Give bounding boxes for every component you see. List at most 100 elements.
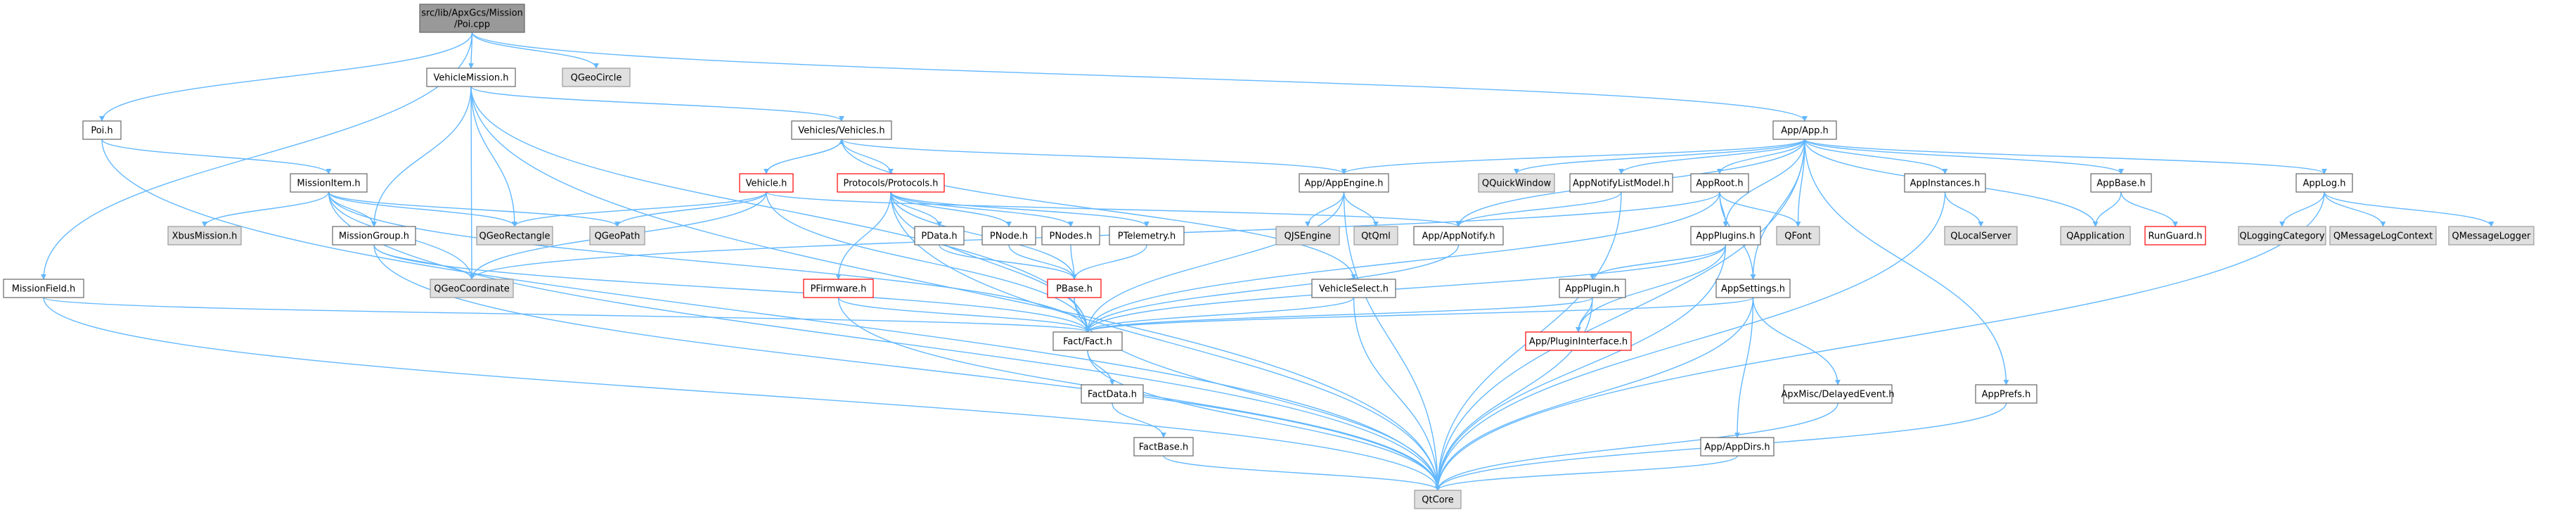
dependency-edge-appdirs-to-qtcore xyxy=(1435,455,1738,491)
dependency-edge-protocols-to-pnodes xyxy=(890,191,1074,227)
node-label: App/App.h xyxy=(1781,126,1829,136)
dependency-edge-appplugins-to-appplugin xyxy=(1590,244,1727,280)
node-label: QJSEngine xyxy=(1284,231,1332,242)
node-poi[interactable]: Poi.h xyxy=(82,120,122,140)
dependency-edge-appsettings-to-factfact xyxy=(1085,297,1754,333)
node-label: App/AppNotify.h xyxy=(1422,231,1495,242)
node-qjsengine: QJSEngine xyxy=(1275,226,1340,246)
node-box xyxy=(426,68,516,87)
node-label: Protocols/Protocols.h xyxy=(843,179,938,189)
node-missionfield[interactable]: MissionField.h xyxy=(3,279,84,298)
node-box xyxy=(803,279,874,298)
node-box xyxy=(1525,331,1632,351)
node-vehicles[interactable]: Vehicles/Vehicles.h xyxy=(791,120,892,140)
node-missiongroup[interactable]: MissionGroup.h xyxy=(332,226,416,246)
node-appdirs[interactable]: App/AppDirs.h xyxy=(1700,437,1775,457)
node-label: MissionGroup.h xyxy=(339,231,409,242)
node-box xyxy=(1052,331,1123,351)
node-box xyxy=(1047,279,1102,298)
dependency-edge-vehicle-to-factfact xyxy=(766,191,1090,333)
dependency-edge-factfact-to-factdata xyxy=(1087,350,1115,385)
node-appapp[interactable]: App/App.h xyxy=(1772,120,1837,140)
node-ptelemetry[interactable]: PTelemetry.h xyxy=(1109,226,1185,246)
node-missionitem[interactable]: MissionItem.h xyxy=(290,173,368,193)
dependency-edge-protocols-to-pfirmware xyxy=(835,191,891,280)
node-label: QGeoCoordinate xyxy=(434,284,510,295)
node-box xyxy=(1569,173,1673,193)
node-appsettings[interactable]: AppSettings.h xyxy=(1715,279,1791,298)
node-pdata[interactable]: PData.h xyxy=(914,226,965,246)
dependency-edge-appapp-to-appbase xyxy=(1804,139,2124,174)
dependency-edge-delayedevent-to-qtcore xyxy=(1435,402,1838,491)
node-qmessagelogcontext: QMessageLogContext xyxy=(2329,226,2437,246)
node-delayedevent[interactable]: ApxMisc/DelayedEvent.h xyxy=(1781,384,1895,404)
node-vehicleselect[interactable]: VehicleSelect.h xyxy=(1311,279,1396,298)
node-box xyxy=(2238,226,2326,246)
node-box xyxy=(1133,437,1194,457)
node-pnodes[interactable]: PNodes.h xyxy=(1041,226,1100,246)
node-factdata[interactable]: FactData.h xyxy=(1081,384,1144,404)
node-appplugins[interactable]: AppPlugins.h xyxy=(1690,226,1761,246)
node-appplugin[interactable]: AppPlugin.h xyxy=(1559,279,1626,298)
node-apppluginiface[interactable]: App/PluginInterface.h xyxy=(1525,331,1632,351)
node-box xyxy=(981,226,1036,246)
node-label: QQuickWindow xyxy=(1482,179,1552,189)
node-xbusmission: XbusMission.h xyxy=(167,226,242,246)
dependency-edge-vehicleselect-to-factfact xyxy=(1085,297,1355,333)
node-qapplication: QApplication xyxy=(2060,226,2131,246)
dependency-edge-factfact-to-qtcore xyxy=(1087,350,1441,491)
dependency-edge-vehiclemission-to-missiongroup xyxy=(371,86,472,227)
node-vehiclemission[interactable]: VehicleMission.h xyxy=(426,68,516,87)
node-qgeocircle: QGeoCircle xyxy=(562,68,631,87)
dependency-edge-appnotify-to-factfact xyxy=(1085,244,1460,333)
node-pfirmware[interactable]: PFirmware.h xyxy=(803,279,874,298)
node-root[interactable]: src/lib/ApxGcs/Mission/Poi.cpp xyxy=(419,4,525,33)
node-pbase[interactable]: PBase.h xyxy=(1047,279,1102,298)
node-label: RunGuard.h xyxy=(2149,231,2203,242)
node-appnotify[interactable]: App/AppNotify.h xyxy=(1413,226,1504,246)
node-label: QtQml xyxy=(1361,231,1391,242)
dependency-edge-ptelemetry-to-pbase xyxy=(1071,244,1147,280)
node-qloggingcategory: QLoggingCategory xyxy=(2238,226,2326,246)
node-appbase[interactable]: AppBase.h xyxy=(2090,173,2152,193)
dependency-edge-vehicles-to-protocols xyxy=(841,139,894,174)
node-label: QLoggingCategory xyxy=(2239,231,2324,242)
node-runguard[interactable]: RunGuard.h xyxy=(2144,226,2206,246)
dependency-edge-appengine-to-qtcore xyxy=(1343,191,1441,491)
node-box xyxy=(1414,490,1462,509)
node-vehicle[interactable]: Vehicle.h xyxy=(739,173,794,193)
dependency-edge-pfirmware-to-factfact xyxy=(837,297,1090,333)
dependency-edge-protocols-to-pnode xyxy=(890,191,1012,227)
node-applog[interactable]: AppLog.h xyxy=(2295,173,2353,193)
node-factfact[interactable]: Fact/Fact.h xyxy=(1052,331,1123,351)
dependency-edge-vehicleselect-to-qtcore xyxy=(1353,297,1441,491)
dependency-edge-missionfield-to-factfact xyxy=(43,297,1090,333)
node-approot[interactable]: AppRoot.h xyxy=(1690,173,1749,193)
node-protocols[interactable]: Protocols/Protocols.h xyxy=(837,173,945,193)
node-appprefs[interactable]: AppPrefs.h xyxy=(1975,384,2037,404)
dependency-edge-appplugin-to-factfact xyxy=(1085,297,1593,333)
node-appengine[interactable]: App/AppEngine.h xyxy=(1299,173,1389,193)
dependency-edge-pdata-to-pbase xyxy=(939,244,1077,280)
dependency-edge-pnode-to-pbase xyxy=(1008,244,1077,280)
node-label: AppInstances.h xyxy=(1910,179,1981,189)
dependency-edge-appplugins-to-factfact xyxy=(1085,244,1727,333)
node-appinstances[interactable]: AppInstances.h xyxy=(1904,173,1986,193)
node-factbase[interactable]: FactBase.h xyxy=(1133,437,1194,457)
node-qquickwindow: QQuickWindow xyxy=(1478,173,1555,193)
node-label: XbusMission.h xyxy=(172,231,238,242)
node-label: AppPlugin.h xyxy=(1565,284,1620,295)
dependency-edge-appapp-to-qtcore xyxy=(1435,139,1805,491)
node-label: PTelemetry.h xyxy=(1118,231,1176,242)
node-box xyxy=(562,68,631,87)
node-label: PFirmware.h xyxy=(811,284,867,295)
node-pnode[interactable]: PNode.h xyxy=(981,226,1036,246)
node-label: FactData.h xyxy=(1088,390,1137,400)
node-label: AppPrefs.h xyxy=(1982,390,2031,400)
dependency-edge-missionitem-to-xbusmission xyxy=(202,191,330,227)
node-appnotifylistmodel[interactable]: AppNotifyListModel.h xyxy=(1569,173,1673,193)
dependency-edge-factdata-to-factbase xyxy=(1112,402,1166,438)
node-qgeorectangle: QGeoRectangle xyxy=(476,226,553,246)
node-label: AppBase.h xyxy=(2097,179,2145,189)
